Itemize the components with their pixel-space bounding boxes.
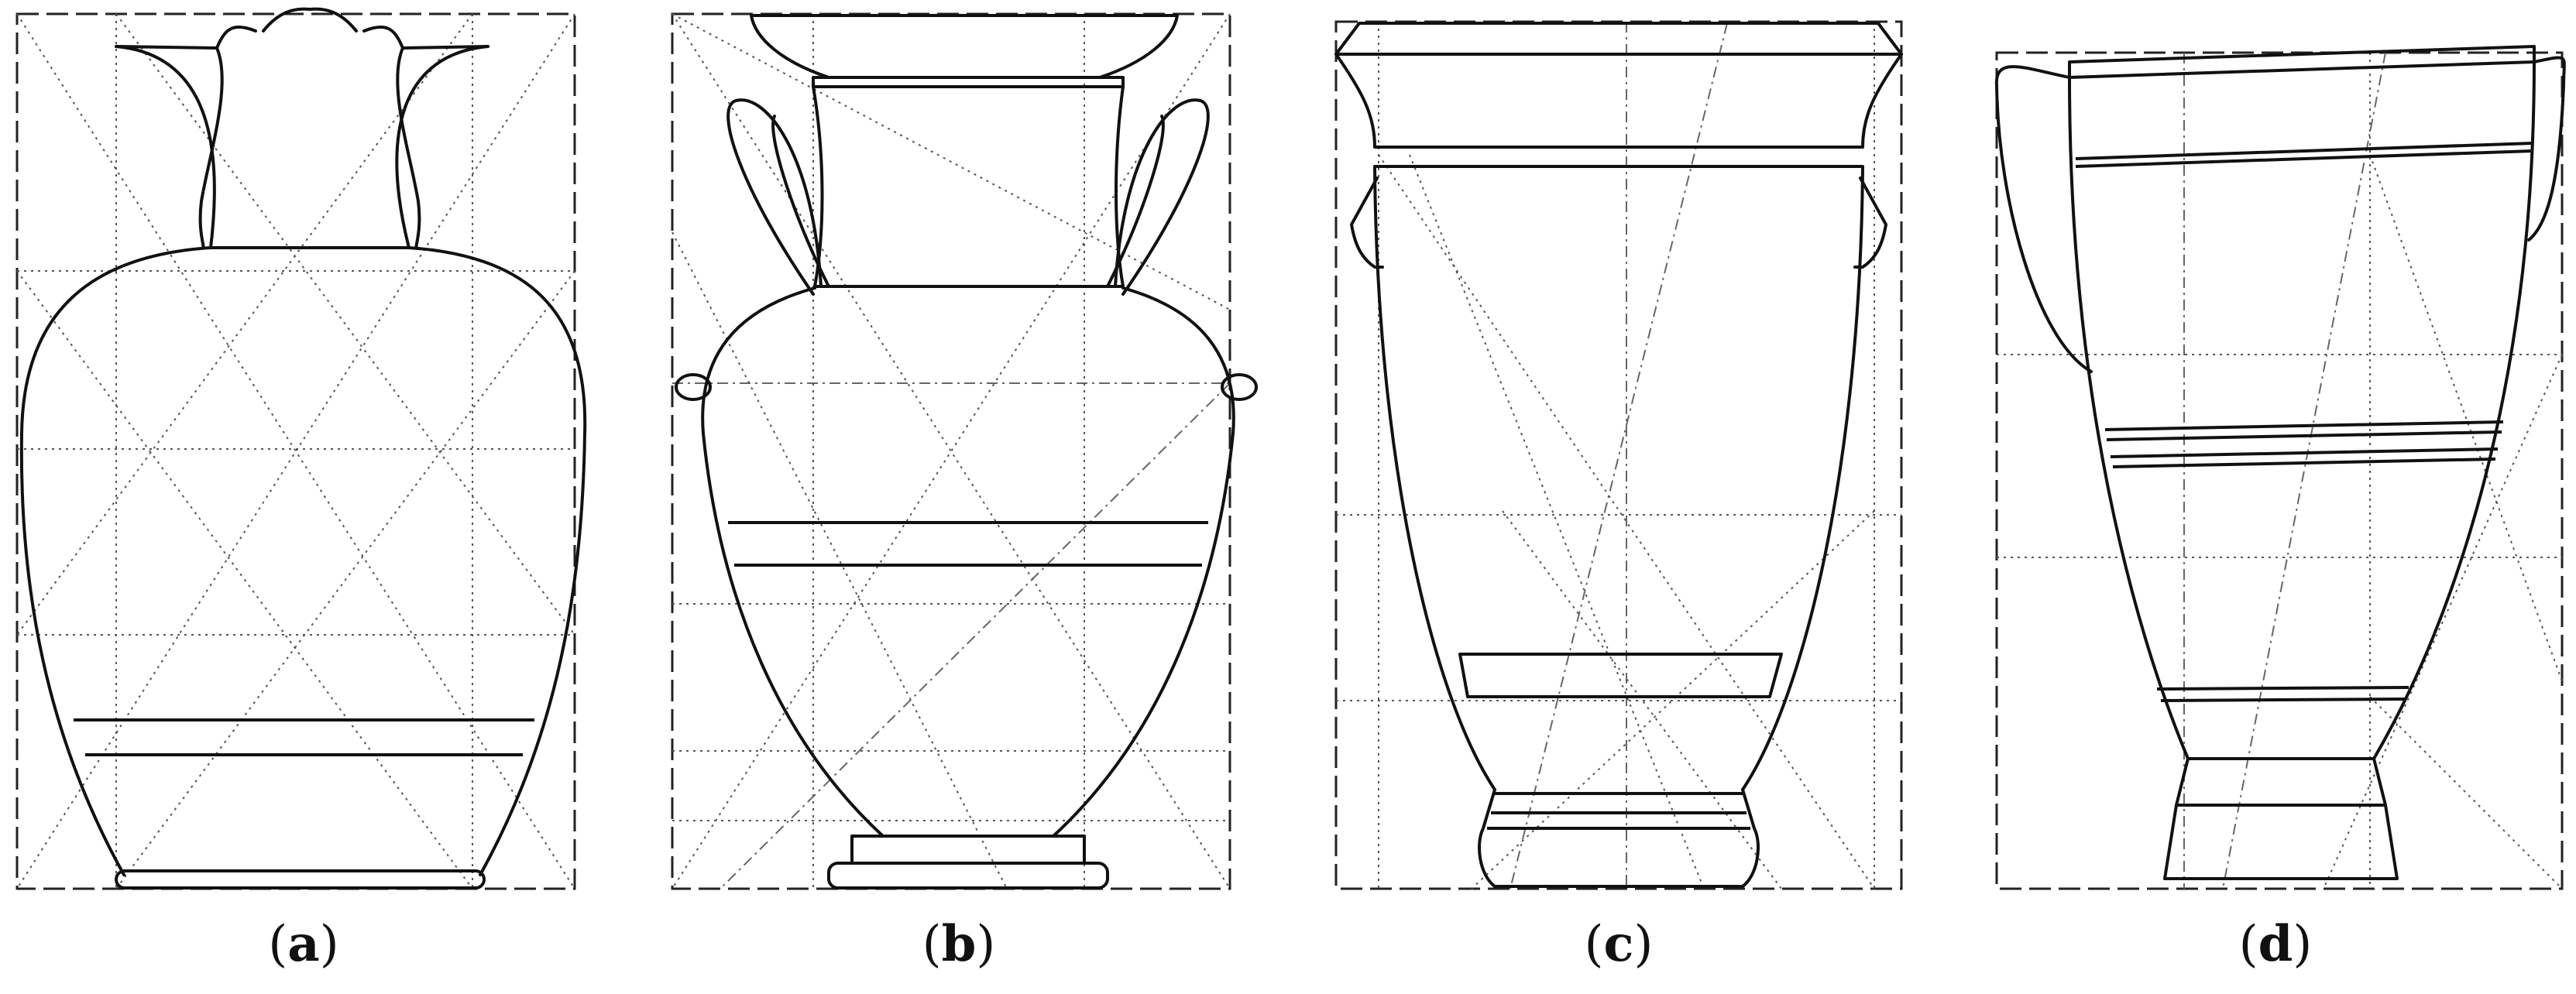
caption-a: (a) [226,913,381,975]
panel-d-frame [1995,51,2564,890]
caption-d-close: ) [2293,916,2313,973]
panel-c-vase [1334,22,1903,888]
panel-c-guides [1336,22,1901,889]
panel-b-vase [675,14,1258,889]
caption-c-label: c [1603,915,1634,973]
caption-d-label: d [2258,915,2293,973]
caption-c: (c) [1541,913,1696,975]
panel-b-drawing [671,12,1258,890]
caption-a-label: a [287,915,320,973]
caption-b: (b) [881,913,1036,975]
caption-b-close: ) [976,916,996,973]
panel-a-guides [16,13,575,889]
caption-b-label: b [941,915,977,973]
caption-d: (d) [2198,913,2353,975]
panel-a-drawing [15,7,587,890]
panel-d-drawing [1994,45,2566,890]
panel-a-vase [19,7,587,889]
caption-a-close: ) [319,916,339,973]
caption-b-open: ( [922,916,942,973]
caption-d-open: ( [2238,916,2258,973]
panel-d-guides [1997,52,2563,889]
panel-b-guides [671,13,1231,889]
caption-c-close: ) [1633,916,1654,973]
caption-a-open: ( [268,916,288,973]
caption-c-open: ( [1584,916,1604,973]
panel-c-drawing [1334,20,1903,890]
panel-d-vase [1994,45,2566,880]
panel-c-frame [1334,20,1903,890]
